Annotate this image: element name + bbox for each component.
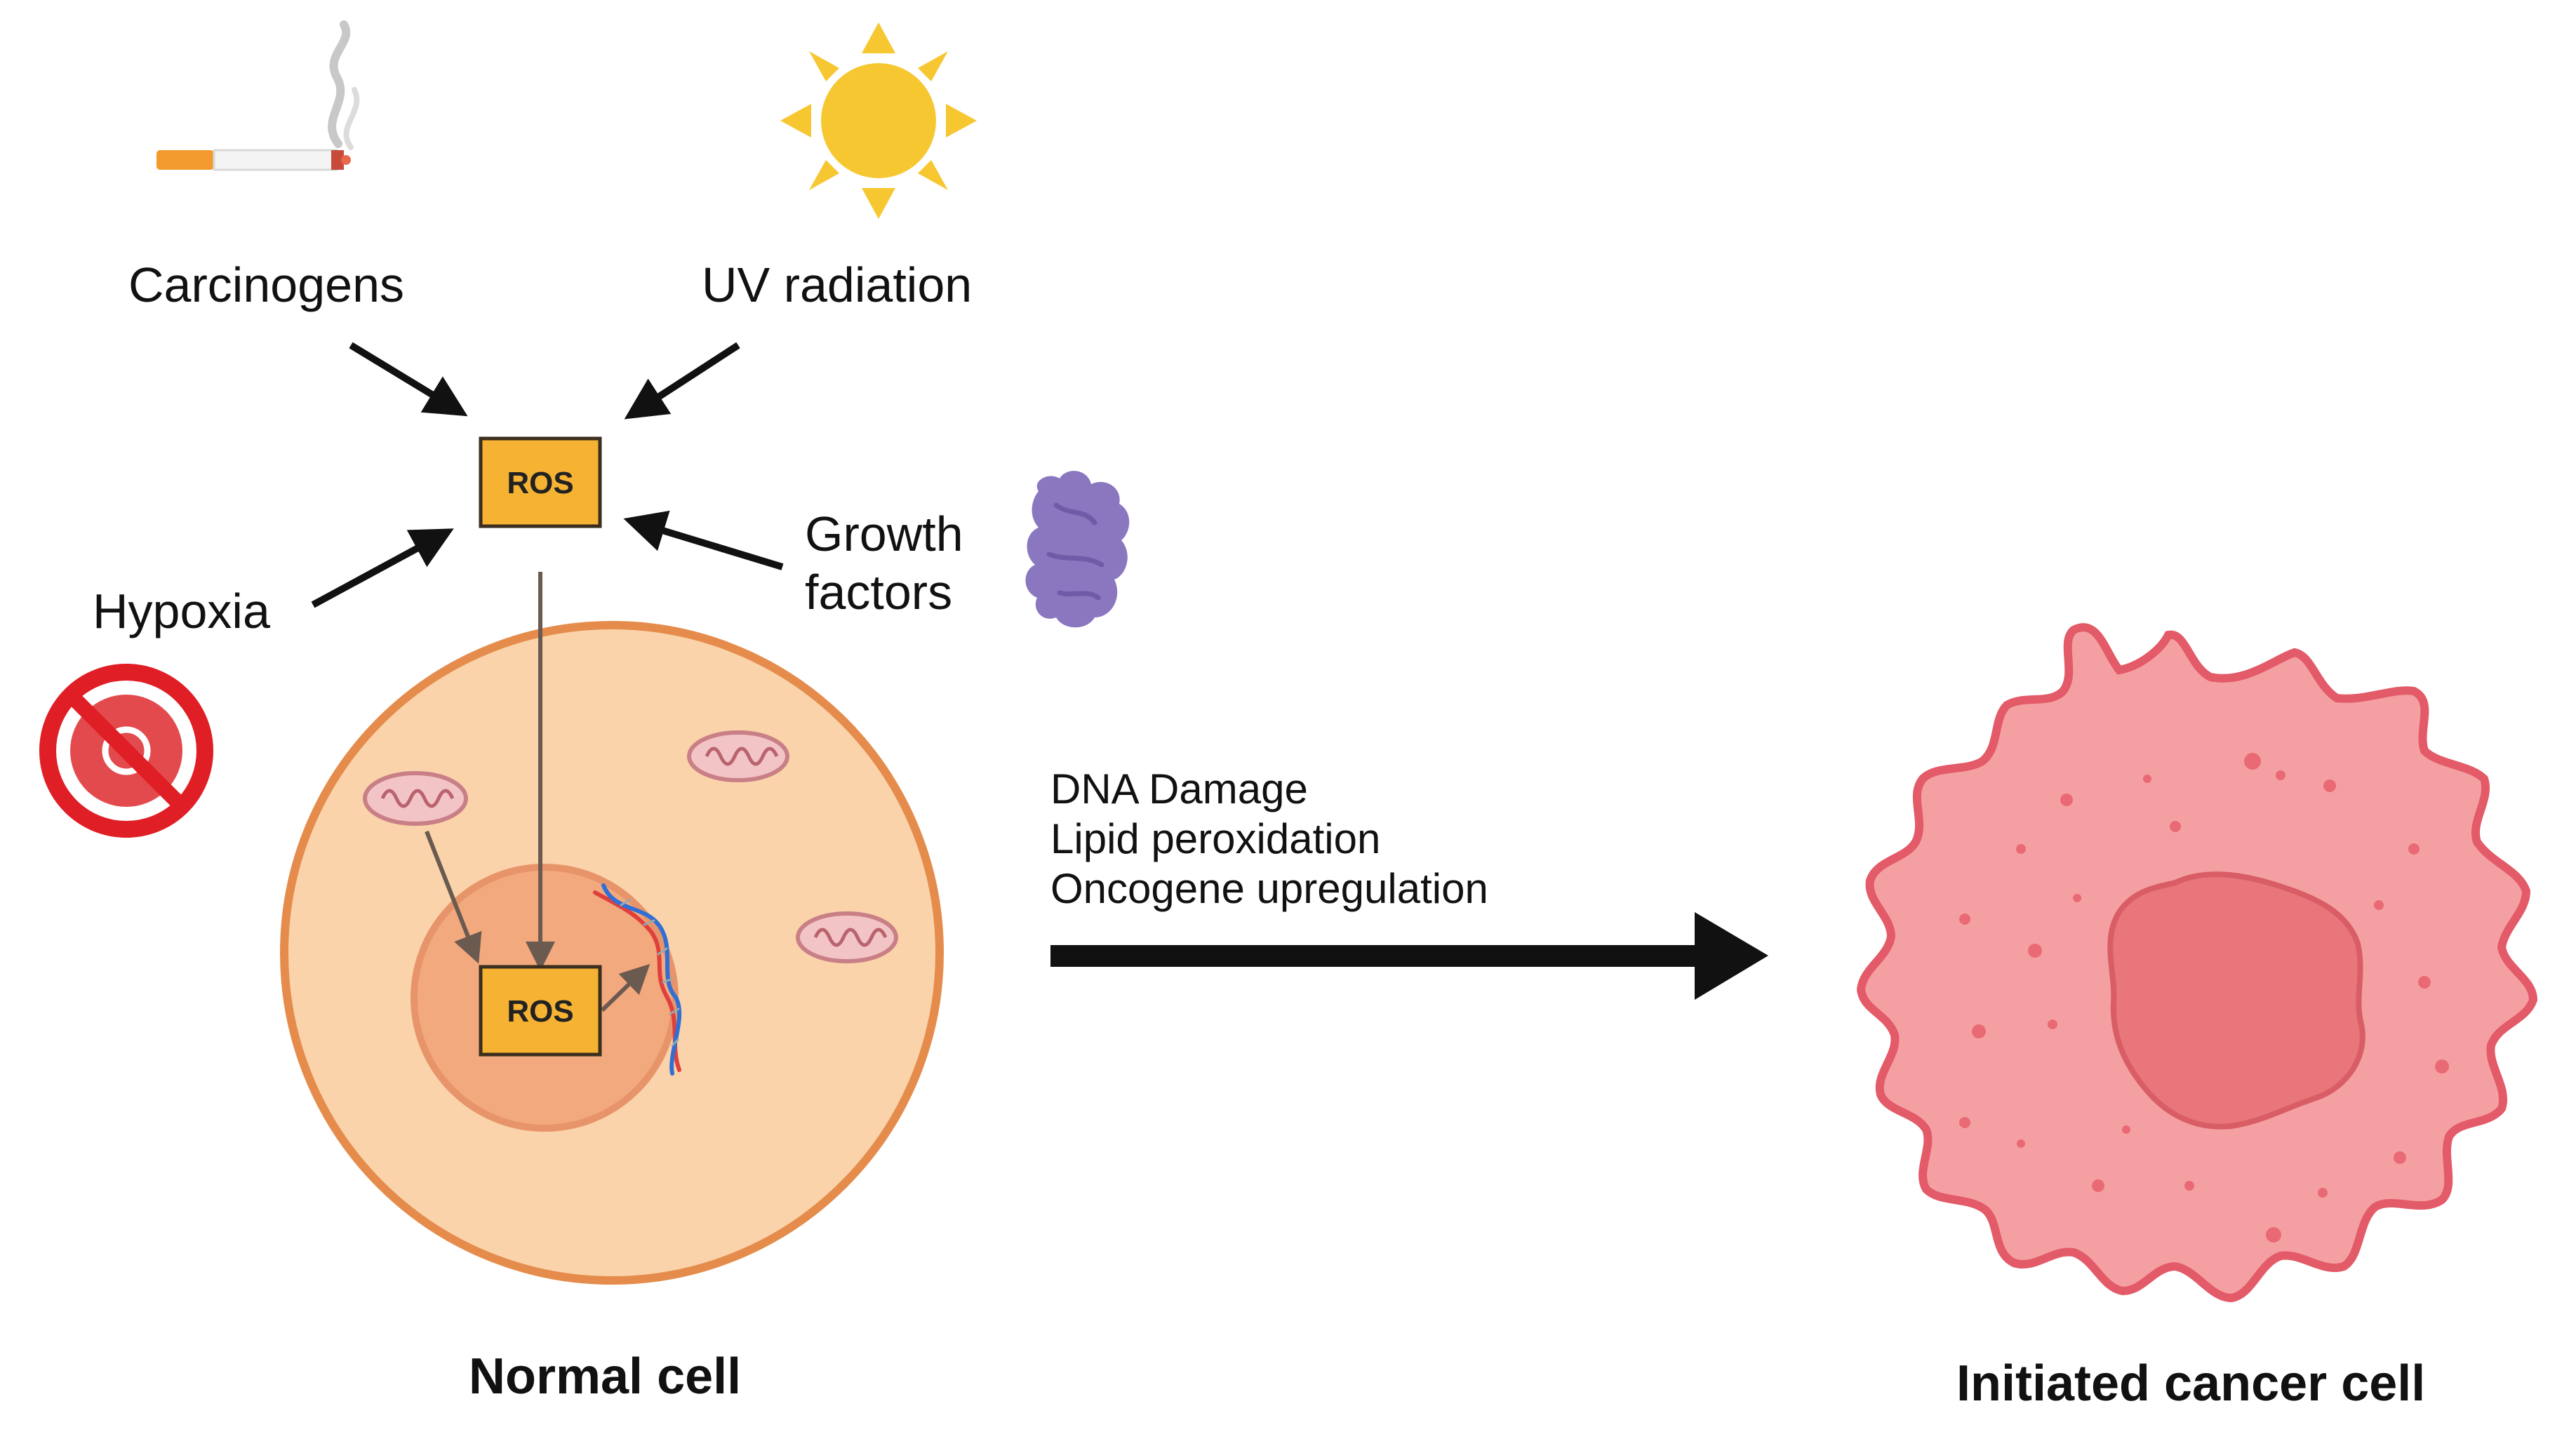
cancer-cytoplasm-granules (1959, 753, 2449, 1243)
mitochondrion-3 (796, 911, 898, 963)
arrow-uv-to-ros (624, 342, 740, 420)
cancer-cell-label: Initiated cancer cell (1956, 1356, 2426, 1412)
arrow-carcinogens-to-ros (349, 342, 468, 417)
growth-factors-label-line2: factors (805, 565, 953, 620)
dna-helix-icon (593, 883, 682, 1076)
no-oxygen-icon (39, 664, 213, 838)
ros-box-top: ROS (479, 436, 602, 528)
arrow-mitochondrion-to-ros (425, 830, 482, 964)
growth-factor-protein-icon (1025, 471, 1130, 628)
uv-radiation-label: UV radiation (702, 257, 973, 312)
mitochondrion-2 (687, 730, 789, 782)
cancer-nucleus (2107, 871, 2365, 1130)
arrow-growth-to-ros (623, 510, 784, 570)
cigarette-icon (156, 20, 360, 171)
mitochondrion-1 (363, 771, 468, 826)
effect-item: Lipid peroxidation (1050, 815, 1381, 862)
effects-list: DNA Damage Lipid peroxidation Oncogene u… (1050, 765, 1488, 914)
cancer-cell (1856, 623, 2538, 1303)
carcinogens-label: Carcinogens (128, 257, 404, 312)
ros-nucleus-label: ROS (507, 994, 573, 1029)
effect-item: DNA Damage (1050, 765, 1308, 812)
sun-icon (780, 22, 977, 219)
ros-box-nucleus: ROS (479, 965, 602, 1057)
source-arrows (311, 342, 784, 608)
normal-cell-label: Normal cell (469, 1349, 742, 1405)
internal-arrows (425, 572, 650, 1012)
effect-item: Oncogene upregulation (1050, 864, 1488, 912)
arrow-ros-to-dna (600, 963, 650, 1012)
growth-factors-label-line1: Growth (805, 507, 963, 561)
ros-top-label: ROS (507, 466, 573, 500)
hypoxia-label: Hypoxia (93, 584, 270, 638)
transition-arrow (1050, 912, 1768, 1000)
arrow-hypoxia-to-ros (311, 528, 454, 608)
